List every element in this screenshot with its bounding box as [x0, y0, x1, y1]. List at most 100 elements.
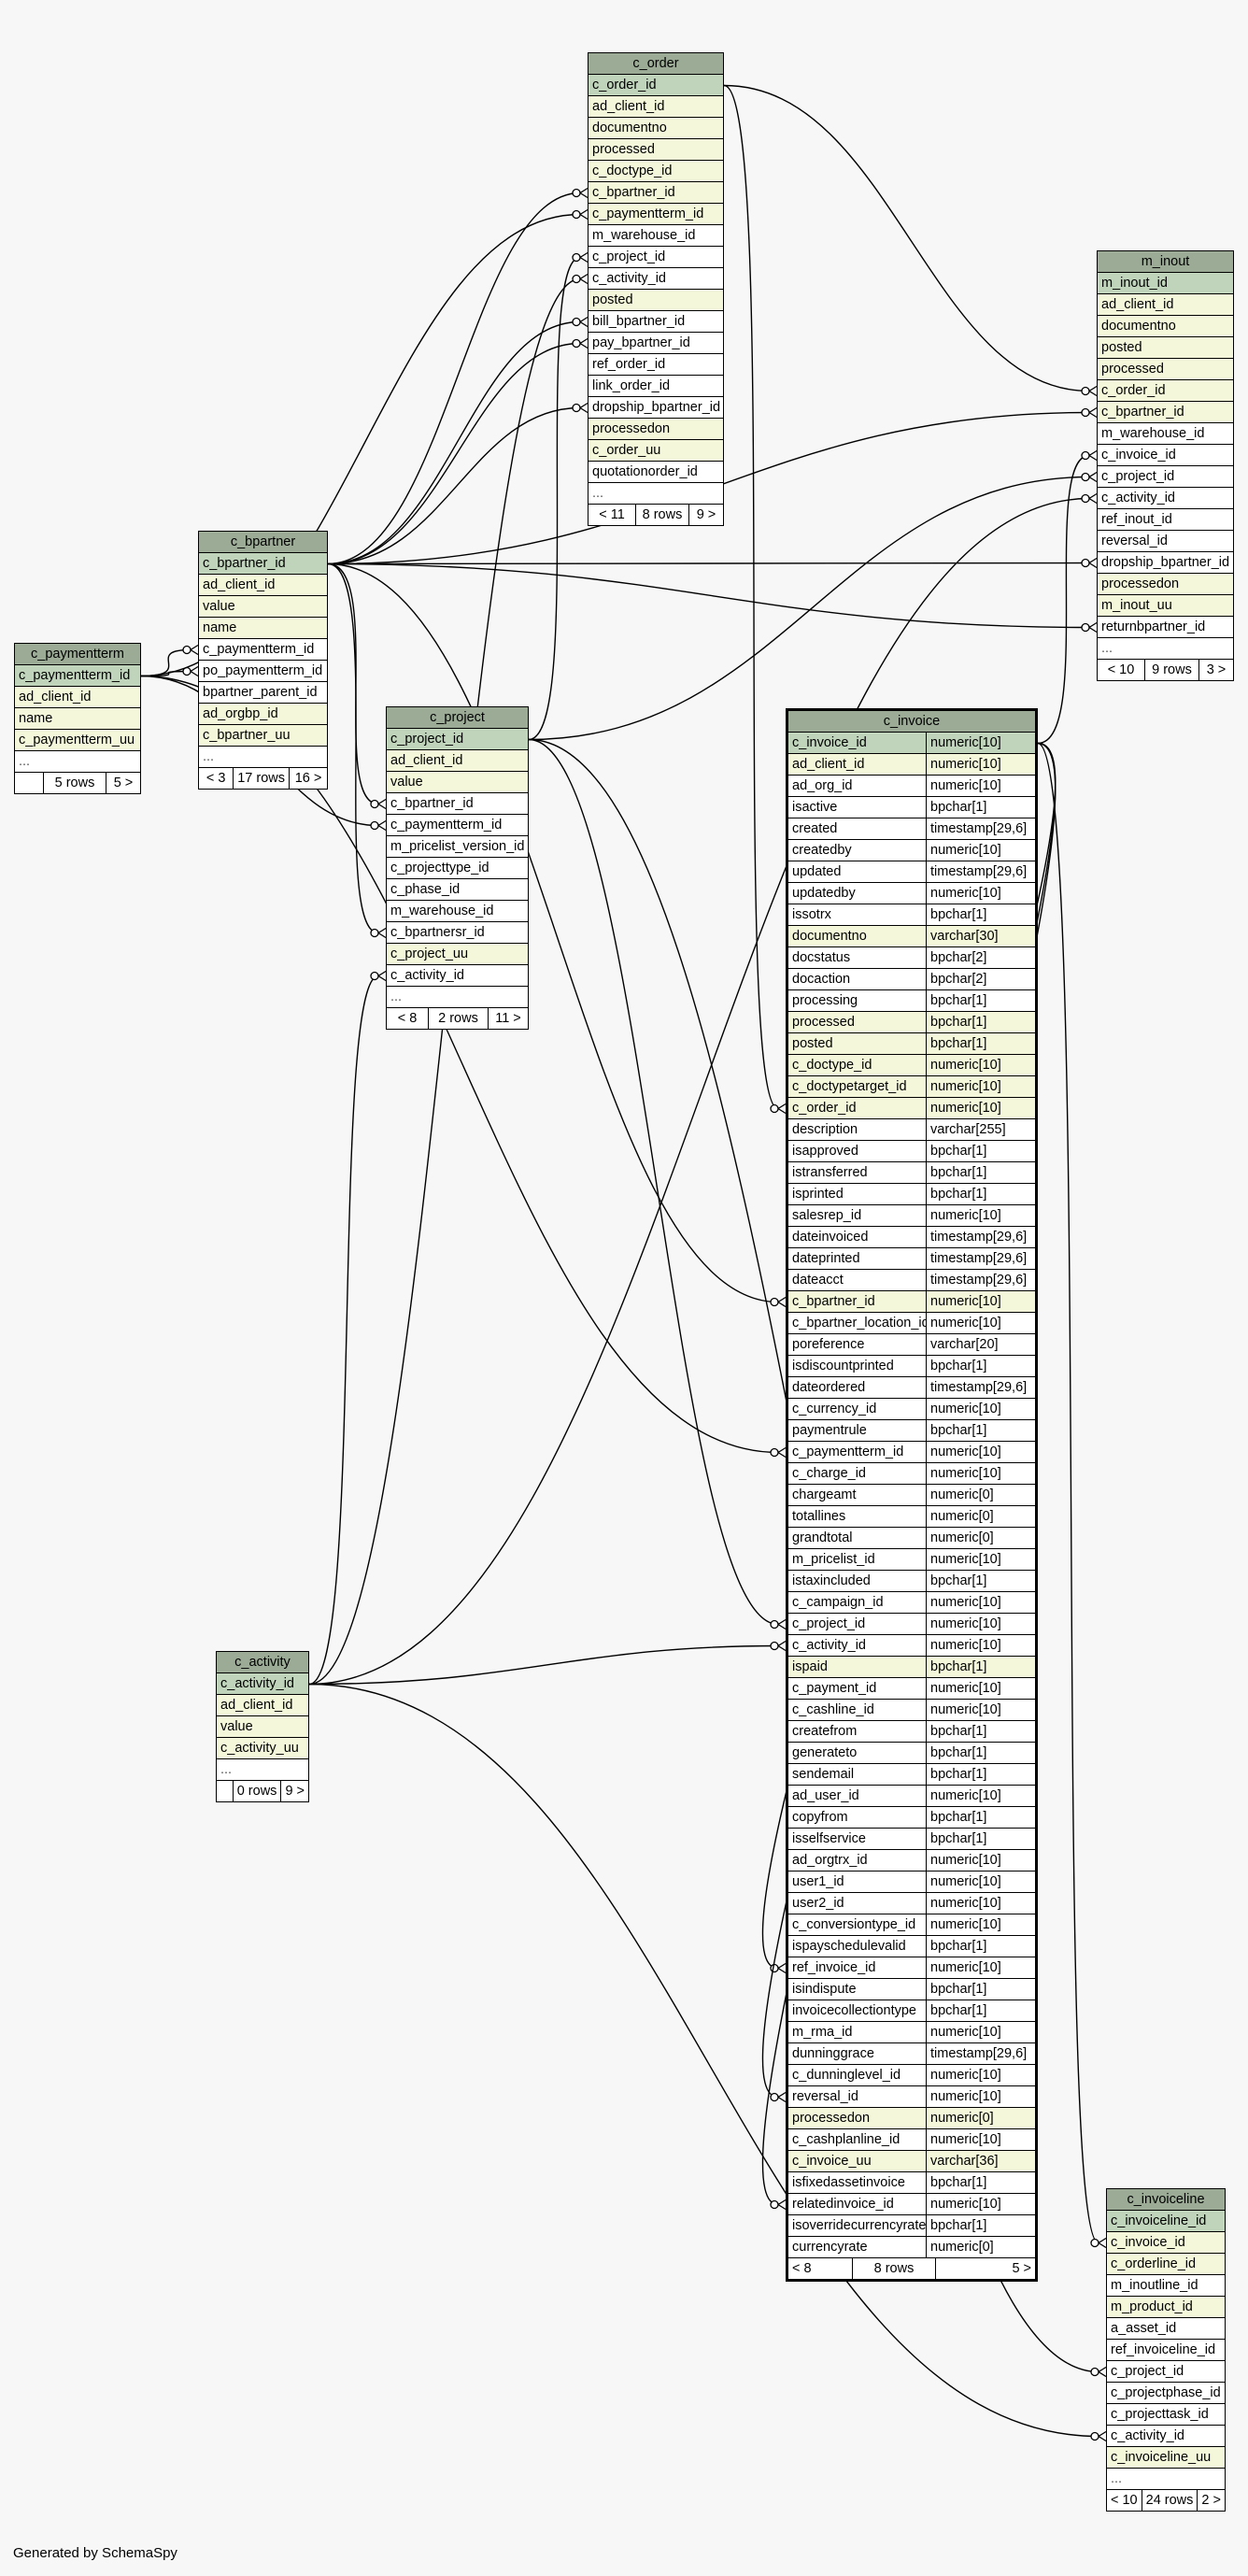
footer-children[interactable]: 2 > — [1201, 2493, 1221, 2508]
column-row[interactable]: c_phase_id — [387, 879, 528, 901]
column-row[interactable]: c_paymentterm_id — [15, 665, 140, 687]
column-row[interactable]: value — [217, 1716, 308, 1738]
column-row[interactable]: name — [199, 618, 327, 639]
column-row[interactable]: c_project_id — [1098, 466, 1233, 488]
footer-children[interactable]: 9 > — [285, 1784, 305, 1799]
column-row[interactable]: c_order_id — [589, 75, 723, 96]
footer-children[interactable]: 5 > — [113, 776, 134, 790]
column-row[interactable]: m_pricelist_version_id — [387, 836, 528, 858]
footer-parents[interactable] — [217, 1781, 234, 1801]
column-row[interactable]: m_warehouse_id — [589, 225, 723, 247]
column-row[interactable]: processed — [1098, 359, 1233, 380]
column-row[interactable]: c_paymentterm_uu — [15, 730, 140, 751]
column-row[interactable]: m_inoutline_id — [1107, 2275, 1225, 2297]
column-row[interactable]: ad_client_id — [387, 750, 528, 772]
column-row[interactable]: value — [199, 596, 327, 618]
more-columns[interactable]: ... — [1098, 638, 1233, 660]
more-columns[interactable]: ... — [589, 483, 723, 505]
column-row[interactable]: ad_orgbp_id — [199, 704, 327, 725]
column-row[interactable]: c_invoiceline_uu — [1107, 2447, 1225, 2469]
column-row[interactable]: c_project_id — [589, 247, 723, 268]
footer-parents[interactable]: < 8 — [788, 2258, 853, 2279]
column-row[interactable]: pay_bpartner_id — [589, 333, 723, 354]
column-row[interactable]: c_doctype_id — [589, 161, 723, 182]
column-row[interactable]: po_paymentterm_id — [199, 661, 327, 682]
column-row[interactable]: c_activity_uu — [217, 1738, 308, 1759]
column-row[interactable]: processedon — [1098, 574, 1233, 595]
column-row[interactable]: ad_client_id — [199, 575, 327, 596]
column-row[interactable]: ad_client_id — [217, 1695, 308, 1716]
more-columns[interactable]: ... — [1107, 2469, 1225, 2490]
column-row[interactable]: c_invoice_id — [1107, 2232, 1225, 2254]
column-row[interactable]: c_invoiceline_id — [1107, 2211, 1225, 2232]
column-row[interactable]: ad_client_id — [1098, 294, 1233, 316]
column-row[interactable]: m_inout_uu — [1098, 595, 1233, 617]
column-row[interactable]: c_bpartner_id — [589, 182, 723, 204]
column-row[interactable]: dropship_bpartner_id — [589, 397, 723, 419]
column-row[interactable]: c_project_uu — [387, 944, 528, 965]
column-row[interactable]: c_bpartner_id — [1098, 402, 1233, 423]
column-row[interactable]: link_order_id — [589, 376, 723, 397]
footer-children[interactable]: 3 > — [1206, 662, 1227, 677]
footer-parents[interactable]: < 3 — [199, 768, 234, 789]
column-row[interactable]: quotationorder_id — [589, 462, 723, 483]
column-row[interactable]: c_projecttask_id — [1107, 2404, 1225, 2426]
more-columns[interactable]: ... — [15, 751, 140, 773]
footer-parents[interactable] — [15, 773, 44, 793]
footer-parents[interactable]: < 8 — [387, 1008, 429, 1029]
column-row[interactable]: documentno — [589, 118, 723, 139]
column-row[interactable]: processed — [589, 139, 723, 161]
